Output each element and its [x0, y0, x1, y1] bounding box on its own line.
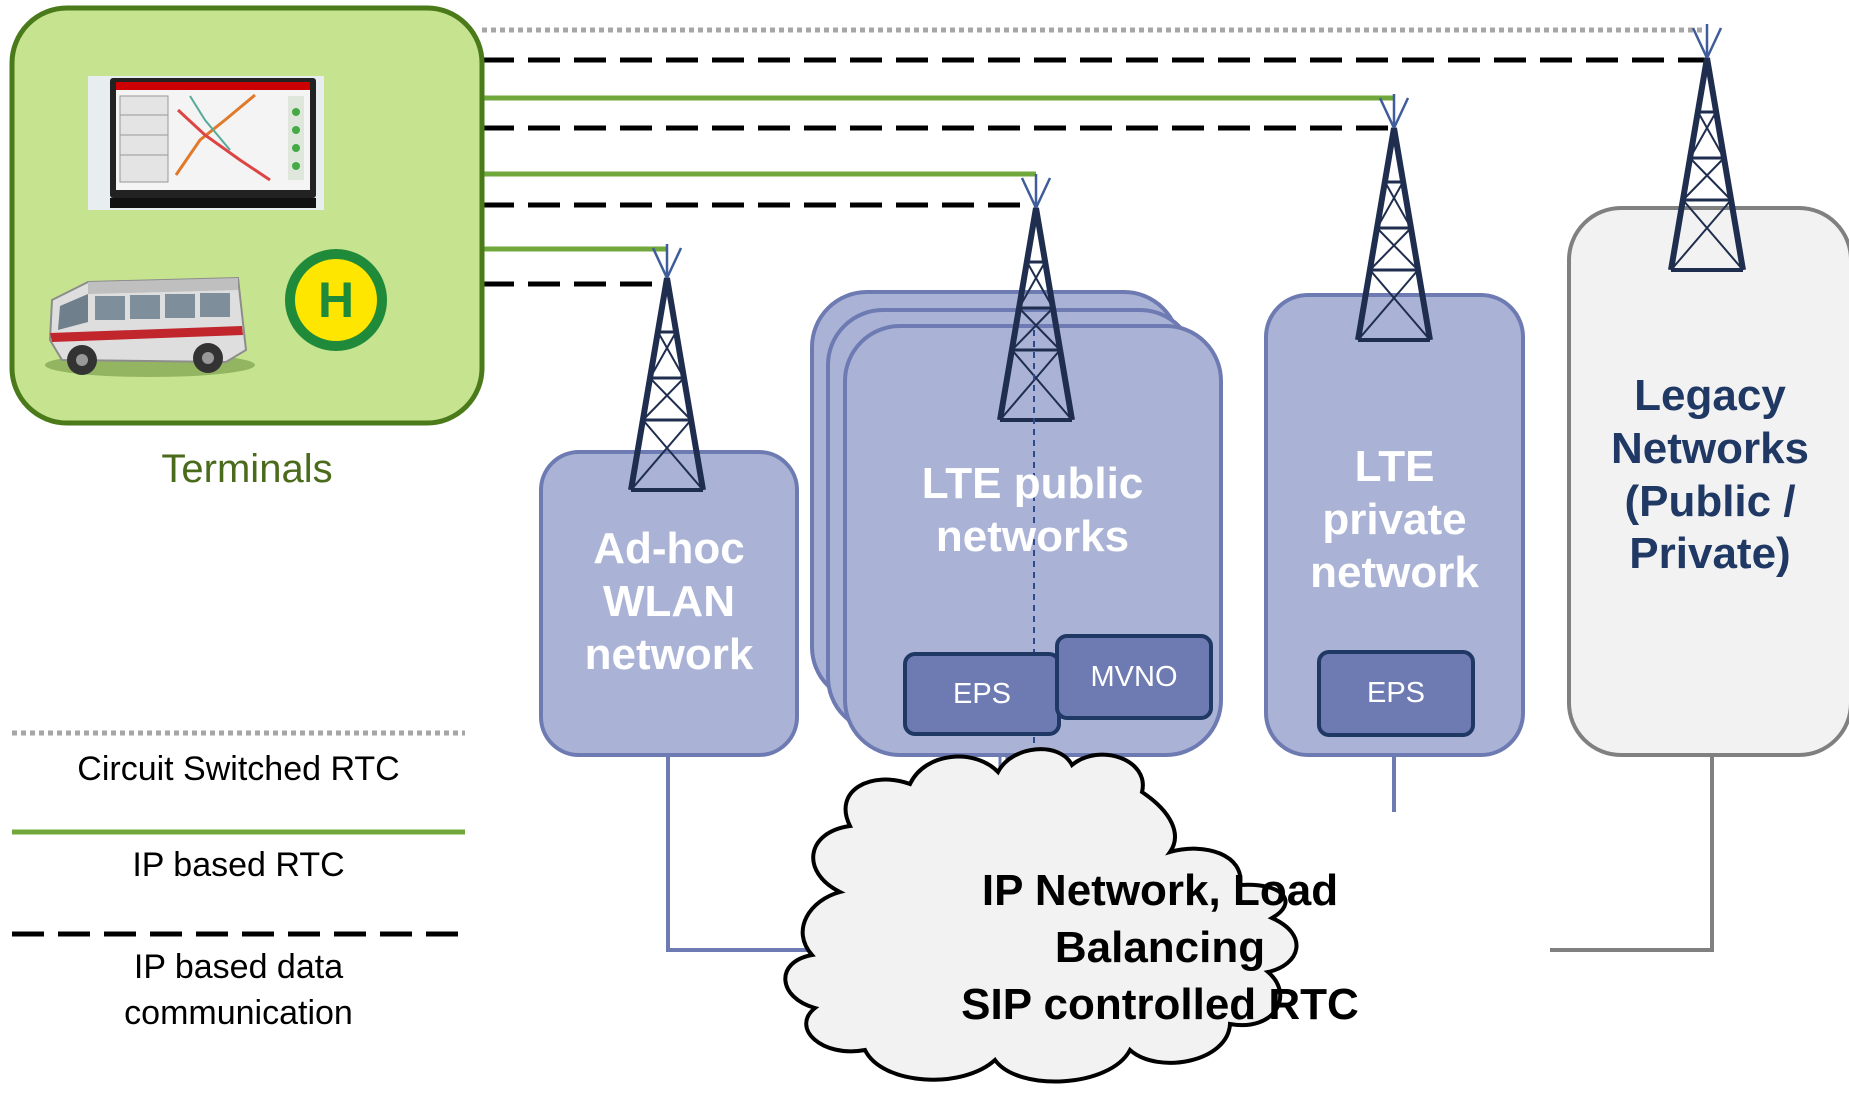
lte-public-network-stack — [810, 290, 1223, 757]
legend-circuit-label: Circuit Switched RTC — [77, 750, 400, 788]
eps-chip: EPS — [1317, 650, 1475, 737]
lte-public-network-title: LTE public networks — [921, 459, 1144, 561]
legend-ip-data-line-2: communication — [124, 993, 353, 1032]
eps-chip: EPS — [903, 652, 1061, 736]
ip-network-cloud — [783, 747, 1299, 1084]
display-screen-icon — [88, 76, 324, 210]
cloud-line-1: IP Network, Load — [981, 866, 1339, 915]
adhoc-network-box — [539, 450, 799, 757]
adhoc-network-title: Ad-hoc WLAN network — [584, 524, 754, 679]
connection-lines — [482, 27, 1707, 287]
terminals-label: Terminals — [161, 447, 333, 491]
bus-stop-letter: H — [318, 272, 354, 328]
legend-ip-data-label: IP based data communication — [12, 945, 465, 1037]
bus-stop-h-icon: H — [285, 249, 387, 351]
cloud-line-3: SIP controlled RTC — [961, 980, 1359, 1030]
cloud-text: IP Network, Load Balancing SIP controlle… — [880, 862, 1440, 1034]
legacy-network-title: Legacy Networks (Public / Private) — [1610, 371, 1810, 579]
mvno-chip: MVNO — [1055, 634, 1213, 720]
legend-ip-rtc-label: IP based RTC — [132, 846, 345, 884]
lte-private-network-title: LTE private network — [1310, 442, 1479, 597]
lte-private-network-box — [1264, 293, 1525, 757]
legend-ip-data-line-1: IP based data — [133, 948, 344, 986]
legacy-network-box — [1567, 206, 1849, 757]
cloud-line-2: Balancing — [1054, 923, 1266, 973]
bus-icon — [45, 276, 255, 377]
